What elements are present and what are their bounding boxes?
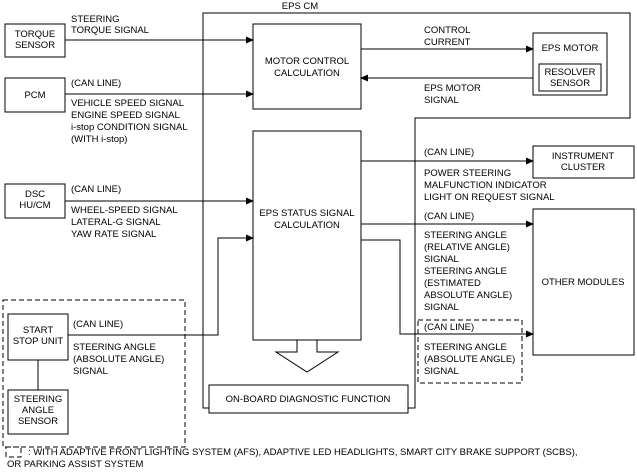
eps-cm-boundary — [202, 12, 631, 409]
pcm-signal-text-4: (WITH i-stop) — [71, 134, 127, 145]
steering-sensor-label-2: ANGLE — [22, 405, 54, 416]
eps-status-label-1: EPS STATUS SIGNAL — [259, 208, 354, 219]
control-current-text-1: CONTROL — [424, 25, 470, 36]
eps-motor-label: EPS MOTOR — [542, 43, 599, 54]
start-stop-unit-box — [7, 313, 69, 361]
optional-group-left — [2, 299, 186, 448]
instrument-label-2: CLUSTER — [561, 162, 605, 173]
obd-label: ON-BOARD DIAGNOSTIC FUNCTION — [226, 394, 391, 405]
motor-control-label-1: MOTOR CONTROL — [265, 56, 349, 67]
om-signal-text-2: (RELATIVE ANGLE) — [424, 242, 510, 253]
om-abs-signal-line — [361, 239, 534, 338]
torque-sensor-label-1: TORQUE — [15, 29, 55, 40]
eps-status-label-2: CALCULATION — [274, 220, 340, 231]
pcm-signal-text-3: i-stop CONDITION SIGNAL — [71, 122, 188, 133]
dsc-signal-text-1: WHEEL-SPEED SIGNAL — [71, 205, 178, 216]
dsc-box — [4, 183, 66, 219]
obd-box — [208, 384, 409, 414]
motor-control-label-2: CALCULATION — [274, 68, 340, 79]
steering-sensor-label-3: SENSOR — [18, 416, 58, 427]
ss-signal-text-3: SIGNAL — [73, 366, 108, 377]
om2-signal-text-3: SIGNAL — [424, 366, 459, 377]
dsc-can-text: (CAN LINE) — [71, 184, 121, 195]
om-signal-text-5: (ESTIMATED — [424, 278, 481, 289]
resolver-label-1: RESOLVER — [544, 67, 595, 78]
steering-torque-text-2: TORQUE SIGNAL — [71, 25, 149, 36]
om2-can-text: (CAN LINE) — [424, 322, 474, 333]
om-signal-text-1: STEERING ANGLE — [424, 230, 507, 241]
start-stop-signal-line — [68, 234, 254, 336]
resolver-label-2: SENSOR — [550, 78, 590, 89]
ic-can-text: (CAN LINE) — [424, 147, 474, 158]
ss-can-text: (CAN LINE) — [73, 319, 123, 330]
steering-torque-text-1: STEERING — [71, 14, 120, 25]
legend-text-2: OR PARKING ASSIST SYSTEM — [7, 459, 143, 470]
down-arrow-shape — [274, 339, 340, 373]
om2-signal-text-2: (ABSOLUTE ANGLE) — [424, 354, 515, 365]
dsc-label-1: DSC — [25, 189, 45, 200]
dsc-signal-text-3: YAW RATE SIGNAL — [71, 229, 156, 240]
ss-signal-text-1: STEERING ANGLE — [73, 342, 156, 353]
start-stop-label-1: START — [23, 325, 53, 336]
pcm-label: PCM — [24, 90, 45, 101]
eps-motor-signal-text-1: EPS MOTOR — [424, 83, 481, 94]
steering-sensor-label-1: STEERING — [14, 394, 63, 405]
legend-dashed-swatch — [5, 446, 22, 458]
pcm-signal-text-2: ENGINE SPEED SIGNAL — [71, 110, 180, 121]
optional-group-right — [417, 319, 523, 384]
eps-motor-signal-text-2: SIGNAL — [424, 95, 459, 106]
pcm-signal-text-1: VEHICLE SPEED SIGNAL — [71, 98, 184, 109]
pcm-box — [4, 77, 66, 113]
om-signal-text-4: STEERING ANGLE — [424, 266, 507, 277]
eps-status-box — [252, 130, 362, 341]
steering-angle-sensor-box — [7, 389, 69, 435]
eps-cm-title: EPS CM — [282, 1, 319, 12]
instrument-label-1: INSTRUMENT — [552, 151, 614, 162]
other-modules-label: OTHER MODULES — [542, 277, 625, 288]
om-can-text: (CAN LINE) — [424, 211, 474, 222]
om-signal-text-3: SIGNAL — [424, 254, 459, 265]
ic-signal-text-1: POWER STEERING — [424, 168, 511, 179]
om-signal-text-6: ABSOLUTE ANGLE) — [424, 290, 512, 301]
dsc-signal-text-2: LATERAL-G SIGNAL — [71, 217, 161, 228]
legend-text-1-value: WITH ADAPTIVE FRONT LIGHTING SYSTEM (AFS… — [33, 447, 577, 458]
start-stop-label-2: STOP UNIT — [13, 336, 64, 347]
control-current-text-2: CURRENT — [424, 37, 471, 48]
legend-text-1: : WITH ADAPTIVE FRONT LIGHTING SYSTEM (A… — [28, 447, 578, 458]
ss-signal-text-2: (ABSOLUTE ANGLE) — [73, 354, 164, 365]
ic-signal-text-2: MALFUNCTION INDICATOR — [424, 180, 547, 191]
motor-control-box — [252, 23, 362, 110]
other-modules-box — [532, 208, 635, 356]
ic-signal-text-3: LIGHT ON REQUEST SIGNAL — [424, 192, 555, 203]
om-signal-text-7: SIGNAL — [424, 302, 459, 313]
pcm-can-text: (CAN LINE) — [71, 78, 121, 89]
torque-sensor-label-2: SENSOR — [15, 40, 55, 51]
resolver-sensor-box — [538, 63, 602, 92]
dsc-label-2: HU/CM — [19, 200, 50, 211]
om2-signal-text-1: STEERING ANGLE — [424, 342, 507, 353]
